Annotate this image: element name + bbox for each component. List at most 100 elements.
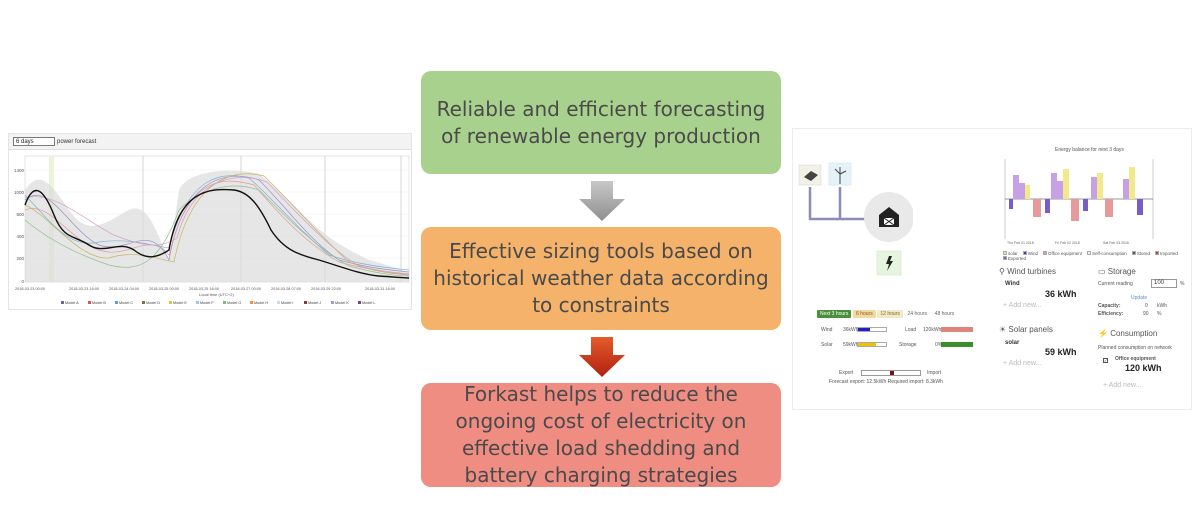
barn-icon <box>879 207 899 227</box>
office-equipment-kwh: 120 kWh <box>1125 363 1162 373</box>
plug-icon <box>886 256 893 271</box>
svg-text:2018-03-23 16:00: 2018-03-23 16:00 <box>69 287 99 291</box>
flow-arrow-down-red-icon <box>579 337 625 377</box>
legend-swatch-6 <box>223 301 226 304</box>
legend-swatch-4 <box>169 301 172 304</box>
legend-label-6: Model G <box>227 301 241 305</box>
wind-turbine-icon <box>834 167 847 184</box>
svg-text:2018-03-31 16:00: 2018-03-31 16:00 <box>365 287 395 291</box>
legend-label-7: Model H <box>254 301 268 305</box>
flow-arrow-down-icon <box>579 181 625 221</box>
balance-chart-title: Energy balance for next 3 days <box>1055 147 1124 153</box>
svg-text:2018-03-27 00:00: 2018-03-27 00:00 <box>231 287 261 291</box>
legend-swatch-10 <box>331 301 334 304</box>
load-bar-value: 120kWh <box>923 327 942 333</box>
solar-item-name: solar <box>1005 340 1020 346</box>
legend-label-2: Model C <box>119 301 133 305</box>
planned-consumption-label: Planned consumption on network <box>1098 345 1172 351</box>
balance-legend-item: Exported <box>1003 256 1026 261</box>
wind-item-kwh: 36 kWh <box>1045 289 1077 299</box>
add-wind-turbine[interactable]: + Add new... <box>1003 302 1042 309</box>
flow-box-forecasting: Reliable and efficient forecasting of re… <box>421 71 781 174</box>
solar-panel-icon <box>804 171 818 181</box>
current-reading-input[interactable]: 100 <box>1151 279 1177 288</box>
storage-bar <box>941 342 973 347</box>
tab-48-hours[interactable]: 48 hours <box>931 310 958 318</box>
load-bar <box>941 327 973 332</box>
svg-text:0: 0 <box>21 279 24 284</box>
forecast-toolbar: 6 days power forecast <box>9 134 411 150</box>
legend-label-0: Model A <box>65 301 79 305</box>
capacity-unit: kWh <box>1157 303 1167 309</box>
solar-bar-label: Solar <box>821 342 833 348</box>
legend-label-4: Model E <box>173 301 187 305</box>
forecast-select-label: power forecast <box>57 138 97 145</box>
legend-label-1: Model B <box>92 301 106 305</box>
legend-label-3: Model D <box>146 301 160 305</box>
legend-swatch-1 <box>88 301 91 304</box>
date-label-2: Sat Feb 03 2018 <box>1103 241 1129 245</box>
capacity-label: Capacity: <box>1098 303 1121 309</box>
current-reading-unit: % <box>1180 281 1185 287</box>
site-diagram <box>798 162 913 276</box>
svg-text:1000: 1000 <box>14 190 25 195</box>
tab-24-hours[interactable]: 24 hours <box>904 310 930 318</box>
efficiency-label: Efficiency: <box>1098 311 1124 317</box>
forecast-range-select[interactable]: 6 days <box>13 137 55 146</box>
efficiency-value: 90 <box>1143 311 1149 317</box>
svg-text:2018-03-23 00:00: 2018-03-23 00:00 <box>15 287 45 291</box>
wind-bar <box>857 327 887 332</box>
legend-swatch-8 <box>277 301 280 304</box>
svg-text:2018-03-29 22:00: 2018-03-29 22:00 <box>311 287 341 291</box>
load-bar-label: Load <box>905 327 917 333</box>
efficiency-unit: % <box>1157 311 1162 317</box>
svg-text:2018-03-25 16:00: 2018-03-25 16:00 <box>189 287 219 291</box>
legend-swatch-0 <box>61 301 64 304</box>
legend-swatch-5 <box>196 301 199 304</box>
export-import-gauge <box>861 370 921 376</box>
date-label-1: Fri Feb 02 2018 <box>1055 241 1080 245</box>
tab-12-hours[interactable]: 12 hours <box>877 310 903 318</box>
consumption-title: ⚡ Consumption <box>1098 329 1158 338</box>
add-consumption[interactable]: + Add new... <box>1103 382 1142 389</box>
solar-bar-value: 59kWh <box>843 342 859 348</box>
flow-box-cost-reduction: Forkast helps to reduce the ongoing cost… <box>421 382 781 487</box>
solar-panels-title: ☀ Solar panels <box>999 325 1053 334</box>
update-button[interactable]: Update <box>1131 295 1148 301</box>
capacity-value: 0 <box>1145 303 1148 309</box>
balance-legend-item: Wind <box>1022 251 1038 256</box>
solar-bar <box>857 342 887 347</box>
tab-6-hours[interactable]: 6 hours <box>853 310 876 318</box>
balance-legend-item: Office equipment <box>1043 251 1082 256</box>
wind-bar-label: Wind <box>821 327 833 333</box>
legend-swatch-3 <box>142 301 145 304</box>
balance-legend-item: Imported <box>1155 251 1178 256</box>
add-solar-panel[interactable]: + Add new... <box>1003 360 1042 367</box>
current-reading-label: Current reading <box>1098 281 1133 287</box>
storage-bar-value: 0% <box>935 342 943 348</box>
balance-legend-item: Self-consumption <box>1086 251 1127 256</box>
legend-swatch-7 <box>250 301 253 304</box>
legend-swatch-9 <box>304 301 307 304</box>
wind-item-name: Wind <box>1005 281 1020 287</box>
legend-label-11: Model L <box>362 301 376 305</box>
storage-title: ▭ Storage <box>1098 267 1136 276</box>
office-equipment-label: Office equipment <box>1115 356 1156 362</box>
legend-swatch-2 <box>115 301 118 304</box>
tab-3-hours[interactable]: Next 3 hours <box>817 310 852 318</box>
svg-text:2018-03-24 04:00: 2018-03-24 04:00 <box>109 287 139 291</box>
office-equipment-checkbox[interactable]: ✓ <box>1103 358 1108 363</box>
svg-text:200: 200 <box>16 256 24 261</box>
legend-label-8: Model I <box>281 301 293 305</box>
legend-label-9: Model J <box>308 301 321 305</box>
wind-turbines-title: ⚲ Wind turbines <box>999 267 1057 276</box>
wind-bar-value: 36kWh <box>843 327 859 333</box>
date-label-0: Thu Feb 01 2018 <box>1007 241 1034 245</box>
import-label: Import <box>927 370 942 376</box>
export-label: Export <box>839 370 854 376</box>
legend-label-10: Model K <box>335 301 349 305</box>
storage-bar-label: Storage <box>899 342 917 348</box>
